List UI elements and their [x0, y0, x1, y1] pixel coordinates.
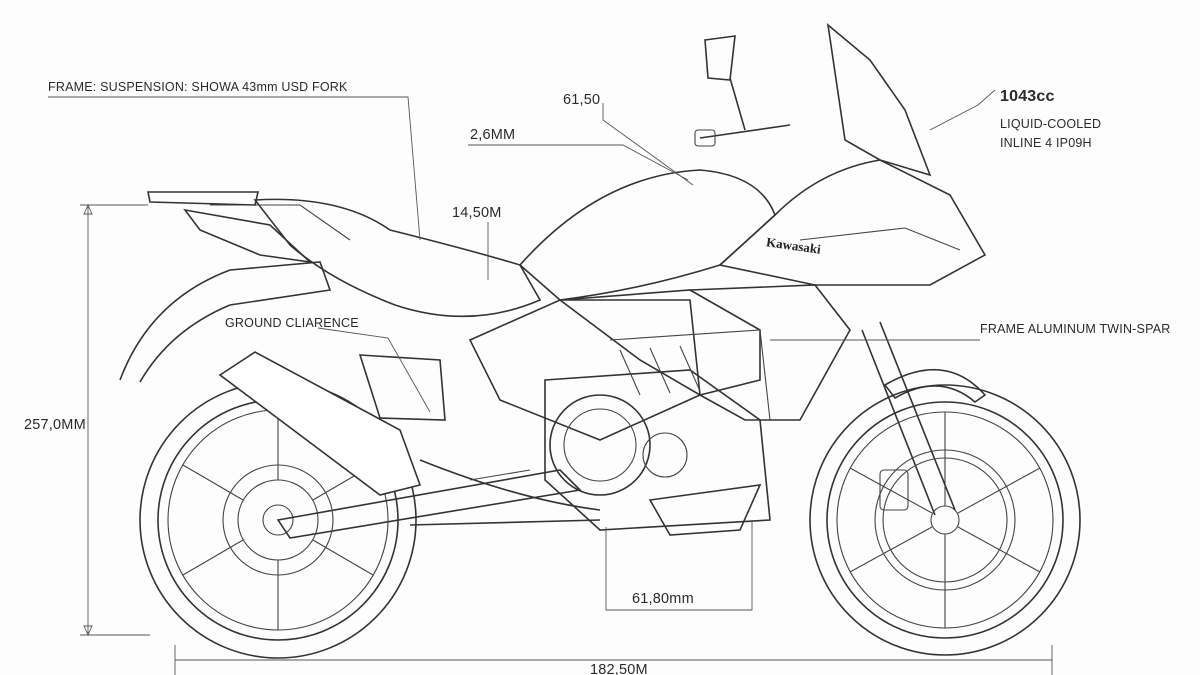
displacement-label: 1043cc: [1000, 88, 1055, 105]
frame-suspension-label: FRAME: SUSPENSION: SHOWA 43mm USD FORK: [48, 80, 348, 94]
engine-type-line1-label: LIQUID-COOLED: [1000, 117, 1102, 131]
footpegs: [358, 354, 531, 481]
dim-61-80mm-label: 61,80mm: [632, 591, 694, 607]
mirror-handlebar: [694, 35, 791, 147]
ground-clearance-label: GROUND CLIARENCE: [225, 316, 359, 330]
frame-body: [119, 23, 987, 539]
height-dimension-label: 257,0MM: [24, 417, 86, 433]
leader-lines: [48, 89, 1053, 675]
rear-brake-disc: [222, 464, 334, 576]
front-fork: [861, 321, 987, 516]
length-dimension-label: 182,50M: [590, 662, 648, 675]
dim-2-6mm-label: 2,6MM: [470, 127, 516, 143]
engine-type-line2-label: INLINE 4 IP09H: [1000, 136, 1092, 150]
engine-block: [544, 329, 771, 536]
frame-aluminum-label: FRAME ALUMINUM TWIN-SPAR: [980, 322, 1171, 336]
exhaust: [218, 351, 601, 526]
front-brake-disc: [882, 457, 1008, 583]
front-wheel: [809, 384, 1081, 656]
dim-14-50m-label: 14,50M: [452, 205, 502, 221]
dim-61-50-label: 61,50: [563, 92, 601, 108]
